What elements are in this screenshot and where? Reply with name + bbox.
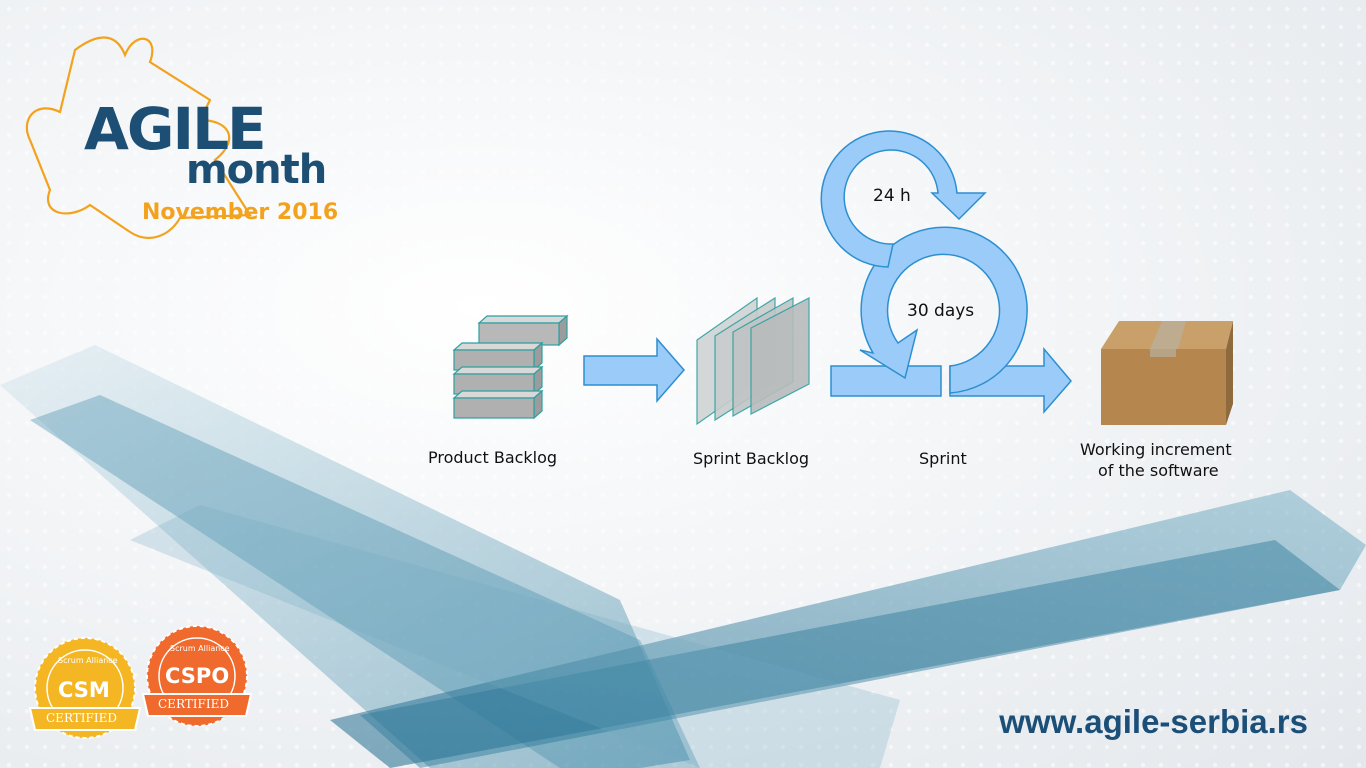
cspo-badge-ribbon: CERTIFIED [158,697,229,711]
increment-label-line2: of the software [1098,461,1219,480]
cspo-badge-code: CSPO [165,664,230,688]
csm-badge-ribbon: CERTIFIED [46,711,117,725]
sprint-cycle-label: 30 days [907,301,975,321]
logo-agile-word: AGILE [84,95,267,163]
sprint-backlog-sheets-icon [696,296,810,426]
flow-arrow-1-icon [583,336,685,404]
daily-cycle-label: 24 h [873,186,911,206]
product-backlog-label: Product Backlog [428,448,558,467]
ribbon-lower-band [130,505,900,768]
ribbon-right-band-inner [360,540,1340,768]
cspo-badge-icon [141,625,253,727]
sprint-cycle-icon [830,226,1072,415]
cspo-badge-org: Scrum Alliance [170,644,230,653]
csm-badge-org: Scrum Alliance [58,656,118,665]
csm-badge-icon [28,637,142,739]
logo-event-date: November 2016 [142,200,339,225]
product-backlog-stack-icon [452,314,569,420]
ribbon-right-band [330,490,1366,768]
logo-month-word: month [186,147,327,193]
csm-badge-code: CSM [58,678,110,702]
ribbon-left-band [0,345,690,768]
increment-label-line1: Working increment [1080,440,1232,459]
sprint-backlog-label: Sprint Backlog [693,449,810,468]
sprint-label: Sprint [919,449,967,468]
daily-cycle-icon [820,130,987,268]
software-increment-box-icon [1101,321,1233,425]
website-url[interactable]: www.agile-serbia.rs [999,703,1308,740]
